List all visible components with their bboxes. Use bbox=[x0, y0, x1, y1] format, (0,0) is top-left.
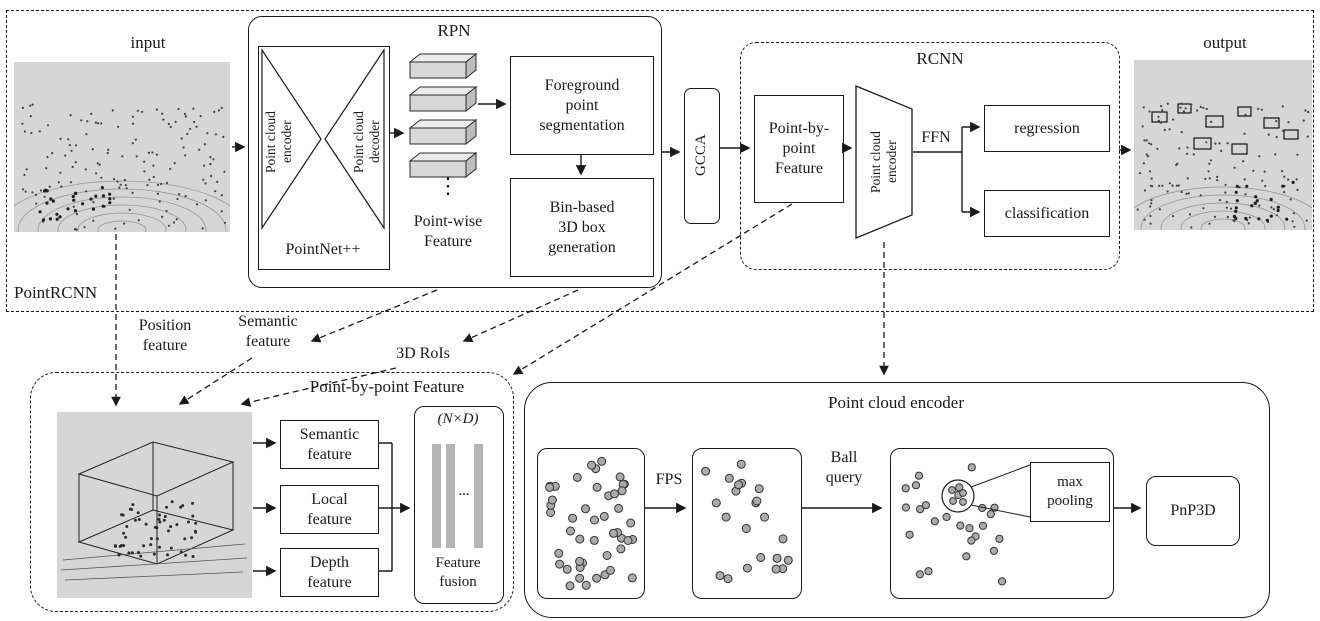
rcnn-encoder-vlabel: Point cloud encoder bbox=[867, 131, 899, 193]
semantic-feature-box: Semantic feature bbox=[280, 420, 379, 469]
local-feature-box: Local feature bbox=[280, 485, 379, 534]
max-pooling-box: max pooling bbox=[1030, 462, 1110, 522]
encoder-module-title: Point cloud encoder bbox=[828, 393, 964, 412]
pointnet-label: PointNet++ bbox=[285, 241, 361, 258]
rcnn-encoder-trapezoid-shape bbox=[855, 85, 913, 239]
detection-boxes bbox=[1151, 103, 1299, 155]
output-label: output bbox=[1203, 33, 1247, 52]
roi-wireframe-box bbox=[77, 441, 235, 565]
pointnet-box bbox=[258, 46, 390, 270]
fusion-bar bbox=[474, 444, 483, 548]
pointwise-feature-cuboid-stack bbox=[408, 52, 478, 179]
dense-points bbox=[545, 456, 638, 591]
fps-label: FPS bbox=[655, 471, 683, 488]
regression-box: regression bbox=[984, 105, 1110, 152]
rpn-title: RPN bbox=[437, 21, 471, 40]
depth-feature-box: Depth feature bbox=[280, 548, 379, 597]
output-image bbox=[1134, 60, 1312, 230]
rcnn-point-by-point-box: Point-by- point Feature bbox=[754, 95, 844, 203]
classification-box: classification bbox=[984, 190, 1110, 237]
encoder-decoder-bowtie-shape bbox=[261, 48, 385, 230]
gcca-label: GCCA bbox=[693, 134, 709, 176]
gcca-box bbox=[684, 88, 720, 224]
pnp3d-box: PnP3D bbox=[1146, 476, 1240, 546]
ffn-label: FFN bbox=[921, 129, 951, 146]
nxd-label: (N×D) bbox=[437, 411, 479, 427]
feature-fusion-label: Feature fusion bbox=[435, 555, 481, 590]
sparse-points bbox=[701, 459, 793, 584]
pbp-module-title: Point-by-point Feature bbox=[309, 377, 465, 396]
pointwise-feature-label: Point-wise Feature bbox=[413, 213, 483, 250]
rcnn-title: RCNN bbox=[916, 49, 964, 68]
foreground-segmentation-box: Foreground point segmentation bbox=[510, 56, 654, 155]
fusion-bar bbox=[446, 444, 455, 548]
rois-label: 3D RoIs bbox=[396, 345, 450, 362]
sparse-points-box bbox=[692, 448, 802, 599]
fusion-bars-ellipsis: ... bbox=[458, 483, 470, 499]
rpn-encoder-vlabel: Point cloud encoder bbox=[262, 111, 294, 173]
input-image bbox=[14, 62, 230, 232]
rpn-decoder-vlabel: Point cloud decoder bbox=[350, 111, 382, 173]
pointrcnn-label: PointRCNN bbox=[14, 283, 98, 302]
input-label: input bbox=[130, 33, 166, 52]
car-roi-image bbox=[57, 412, 252, 598]
dense-points-box bbox=[537, 448, 645, 599]
semantic-feature-label: Semantic feature bbox=[238, 313, 298, 350]
fusion-bar bbox=[432, 444, 441, 548]
rcnn-frame bbox=[740, 42, 1120, 270]
bin-based-box: Bin-based 3D box generation bbox=[510, 178, 654, 277]
ball-query-label: Ball query bbox=[825, 449, 863, 486]
pointwise-ellipsis: ⋮ bbox=[437, 173, 459, 198]
feature-fusion-frame bbox=[414, 406, 504, 604]
position-feature-label: Position feature bbox=[138, 317, 192, 354]
